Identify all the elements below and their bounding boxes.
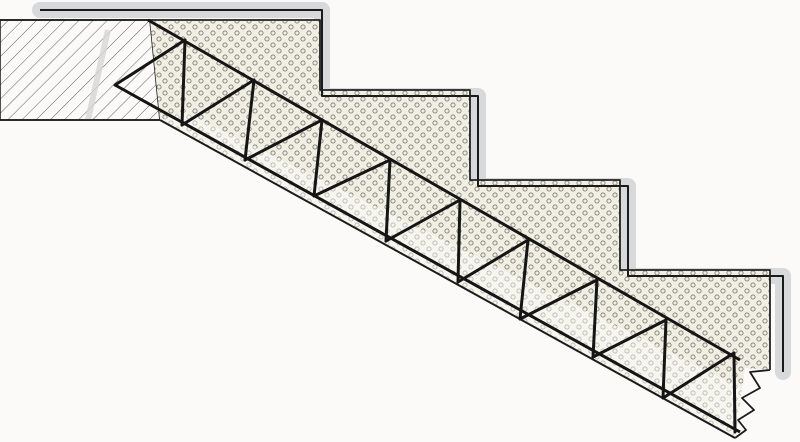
stair-inner-outline xyxy=(150,19,771,370)
truss-bottom-chord xyxy=(114,83,741,434)
slab-soffit-outline xyxy=(159,119,736,439)
slab-break-line xyxy=(734,369,771,439)
truss-diagonals xyxy=(113,38,736,400)
truss-verticals xyxy=(180,38,737,434)
reinforcement-truss xyxy=(113,18,741,434)
masonry-edge-highlight xyxy=(85,29,111,121)
truss-top-chord xyxy=(147,18,741,362)
stair-finish-outline xyxy=(40,9,784,372)
